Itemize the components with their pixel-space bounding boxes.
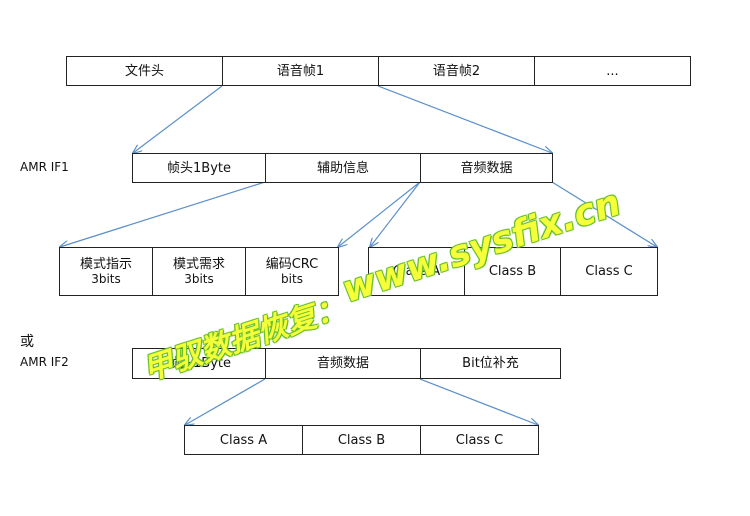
mode-request-label: 模式需求 (172, 256, 225, 272)
header-breakdown-row: 模式指示 3bits 模式需求 3bits 编码CRC bits (59, 247, 339, 296)
if2-audio-classes-row: Class A Class B Class C (184, 425, 539, 455)
speech-frame-1-cell: 语音帧1 (223, 57, 379, 85)
mode-indication-cell: 模式指示 3bits (60, 248, 153, 295)
mode-request-cell: 模式需求 3bits (153, 248, 246, 295)
if2-class-c-cell: Class C (455, 432, 504, 448)
mode-request-bits: 3bits (184, 271, 214, 286)
crc-bits: bits (281, 271, 303, 286)
arrow-if2-left (185, 378, 266, 425)
if1-class-b-cell: Class B (465, 248, 561, 295)
arrow-audio-right (551, 181, 657, 247)
arrow-frame1-right (377, 85, 552, 153)
if1-audio-classes-row: Class A Class B Class C (368, 247, 658, 296)
arrow-if2-right (419, 378, 538, 425)
file-structure-row: 文件头 语音帧1 语音帧2 ... (66, 56, 691, 86)
arrow-header-right (338, 181, 421, 247)
mode-indication-label: 模式指示 (79, 256, 132, 272)
if1-aux-info-cell: 辅助信息 (266, 154, 421, 182)
if1-class-c-cell: Class C (585, 264, 633, 279)
if2-frame-header-cell: 帧头1Byte (133, 349, 266, 378)
if2-class-b-cell: Class B (303, 426, 421, 454)
if2-audio-data-cell: 音频数据 (266, 349, 421, 378)
if2-bit-padding-cell: Bit位补充 (462, 356, 519, 371)
ellipsis-cell: ... (606, 63, 619, 79)
if1-frame-header-cell: 帧头1Byte (133, 154, 266, 182)
or-label: 或 (20, 334, 34, 350)
if1-frame-row: 帧头1Byte 辅助信息 音频数据 (132, 153, 553, 183)
amr-if2-label: AMR IF2 (20, 355, 69, 369)
crc-label: 编码CRC (265, 256, 319, 272)
amr-if1-label: AMR IF1 (20, 160, 69, 174)
crc-cell: 编码CRC bits (246, 248, 338, 295)
if2-frame-row: 帧头1Byte 音频数据 Bit位补充 (132, 348, 561, 379)
if1-class-a-cell: Class A (369, 248, 465, 295)
if1-audio-data-cell: 音频数据 (460, 160, 513, 176)
arrow-audio-left (370, 181, 421, 247)
mode-indication-bits: 3bits (91, 271, 121, 286)
speech-frame-2-cell: 语音帧2 (379, 57, 535, 85)
if2-class-a-cell: Class A (185, 426, 303, 454)
arrow-header-left (60, 181, 266, 247)
file-header-cell: 文件头 (67, 57, 223, 85)
arrow-frame1-left (133, 85, 223, 153)
